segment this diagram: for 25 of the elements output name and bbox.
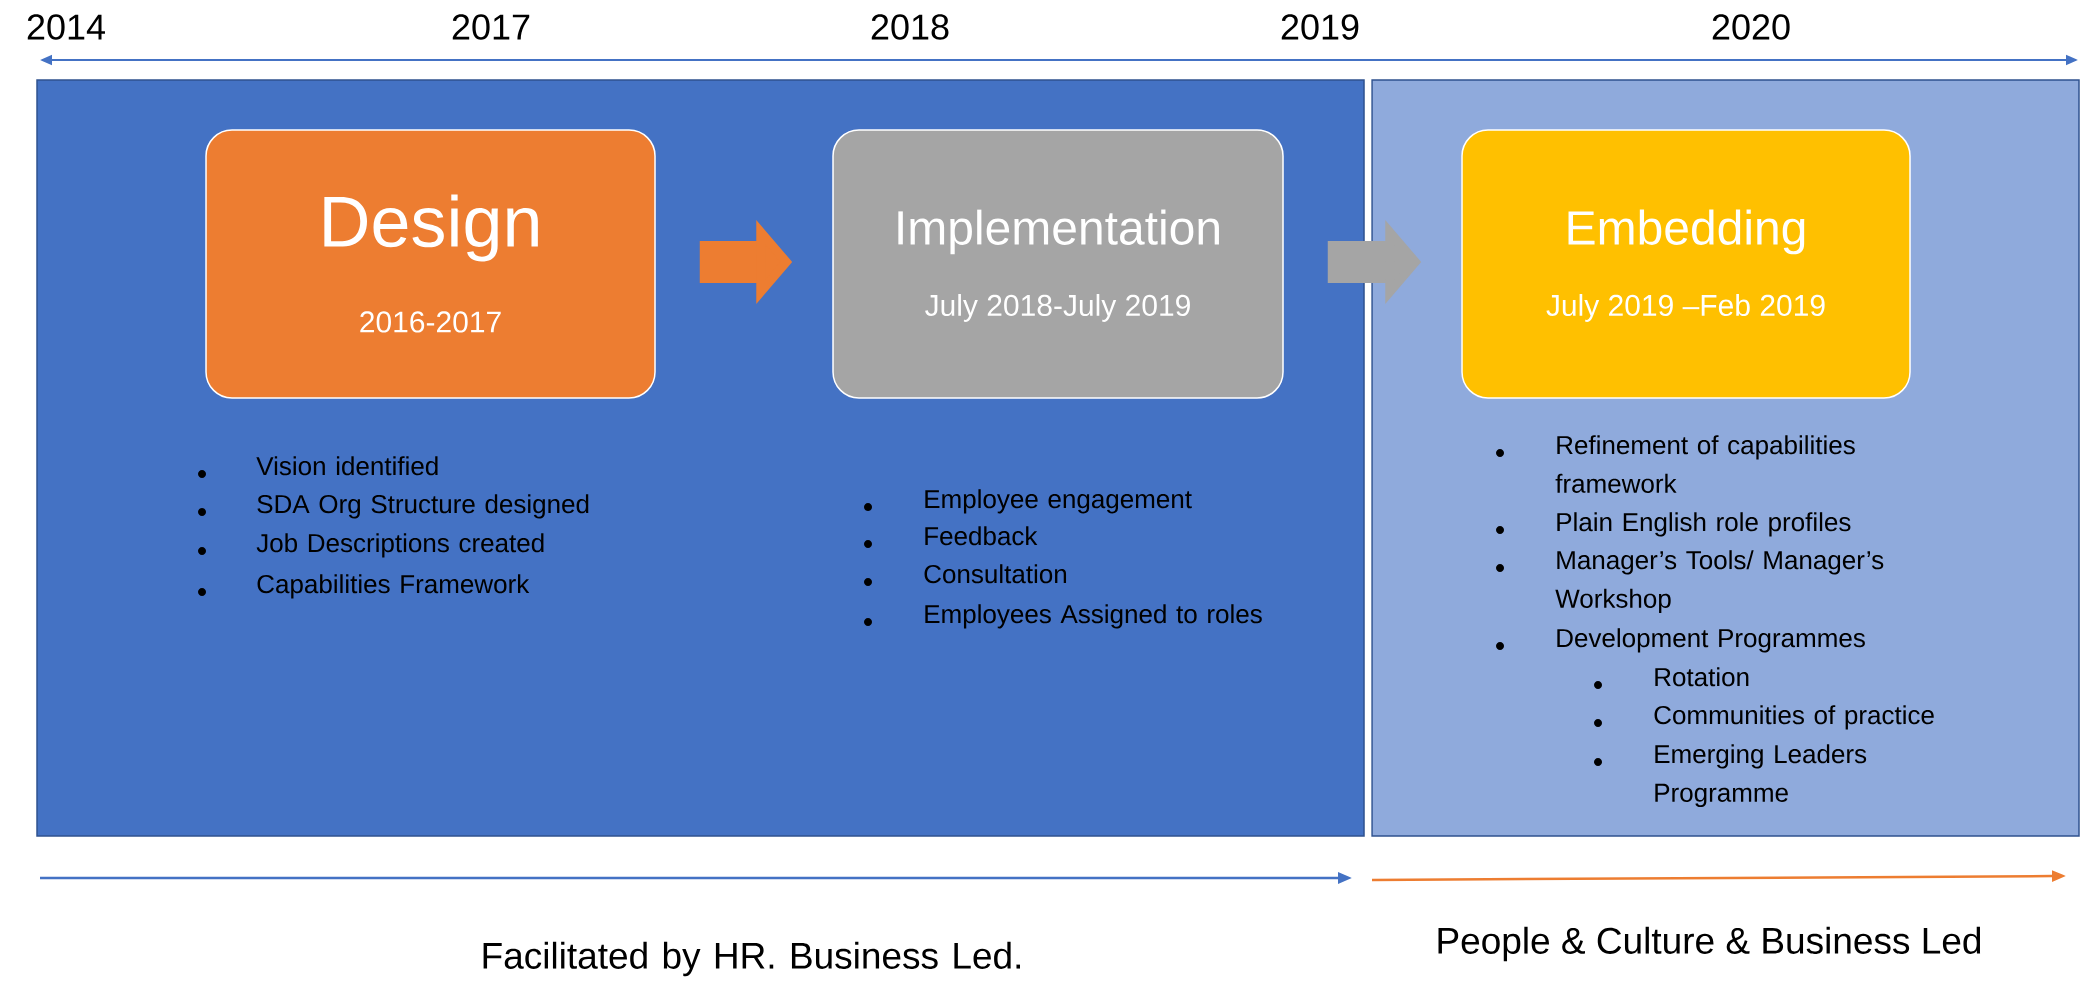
bullet-item: Development Programmes	[1496, 628, 1865, 653]
stage-box: Design 2016-2017	[205, 129, 656, 399]
year-label: 2018	[871, 14, 949, 40]
year-label: 2017	[452, 14, 530, 40]
bullet-item: Manager’s Tools/ Manager’s Workshop	[1496, 550, 1884, 614]
bullet-item: Refinement of capabilities framework	[1496, 435, 1855, 493]
bullet-item: Communities of practice	[1594, 705, 1934, 730]
year-label: 2020	[1712, 14, 1790, 40]
responsibility-label: People & Culture & Business Led	[1438, 926, 1981, 962]
bullet-item: Plain English role profiles	[1496, 512, 1851, 537]
bullet-item: Emerging Leaders Programme	[1594, 744, 1867, 808]
bullet-item: Employee engagement	[864, 489, 1192, 514]
bullet-item: SDA Org Structure designed	[198, 494, 589, 519]
bullet-item: Employees Assigned to roles	[864, 604, 1262, 629]
year-label: 2014	[27, 14, 105, 40]
stage-box: Implementation July 2018-July 2019	[832, 129, 1284, 399]
bullet-item: Capabilities Framework	[198, 574, 530, 599]
bullet-item: Job Descriptions created	[198, 533, 544, 558]
bullet-item: Rotation	[1594, 667, 1749, 689]
bullet-item: Vision identified	[198, 456, 438, 478]
bullet-item: Feedback	[864, 526, 1038, 548]
year-label: 2019	[1281, 14, 1359, 40]
stage-box: Embedding July 2019 –Feb 2019	[1461, 129, 1911, 399]
bullet-item: Consultation	[864, 564, 1067, 586]
responsibility-label: Facilitated by HR. Business Led.	[483, 941, 1020, 977]
